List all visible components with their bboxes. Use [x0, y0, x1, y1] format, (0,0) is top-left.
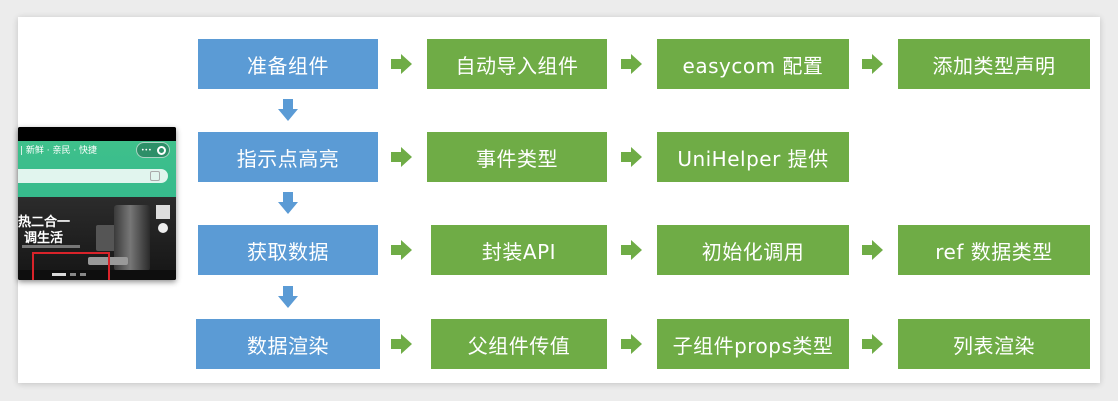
step-render-data: 数据渲染 [196, 319, 380, 369]
item-unihelper: UniHelper 提供 [657, 132, 849, 182]
product-image-part [96, 225, 116, 251]
arrow-right-icon [621, 54, 642, 74]
indicator-highlight-box [32, 252, 110, 280]
step-indicator-highlight: 指示点高亮 [198, 132, 378, 182]
scan-icon [150, 171, 160, 181]
item-init-call: 初始化调用 [657, 225, 849, 275]
app-slogan: | 新鲜 · 亲民 · 快捷 [20, 146, 98, 156]
arrow-right-icon [391, 147, 412, 167]
item-parent-pass-value: 父组件传值 [431, 319, 607, 369]
close-circle-icon [157, 146, 166, 155]
arrow-down-icon [278, 192, 298, 214]
arrow-right-icon [862, 240, 883, 260]
banner-headline: 热二合一 [18, 215, 71, 230]
arrow-right-icon [621, 240, 642, 260]
item-child-props-type: 子组件props类型 [657, 319, 849, 369]
step-fetch-data: 获取数据 [198, 225, 378, 275]
indicator-dot [80, 273, 86, 276]
arrow-down-icon [278, 286, 298, 308]
banner-subheadline: 调生活 [24, 231, 64, 246]
phone-screenshot-thumbnail: | 新鲜 · 亲民 · 快捷 ••• 热二合一 调生活 [18, 127, 176, 280]
item-ref-data-type: ref 数据类型 [898, 225, 1090, 275]
step-prepare-components: 准备组件 [198, 39, 378, 89]
item-auto-import: 自动导入组件 [427, 39, 607, 89]
item-wrap-api: 封装API [431, 225, 607, 275]
arrow-right-icon [621, 334, 642, 354]
product-qr [156, 205, 170, 219]
arrow-right-icon [621, 147, 642, 167]
arrow-down-icon [278, 99, 298, 121]
search-bar [18, 169, 168, 183]
banner-caption [22, 245, 80, 248]
miniprogram-capsule: ••• [136, 142, 170, 158]
arrow-right-icon [391, 334, 412, 354]
item-event-type: 事件类型 [427, 132, 607, 182]
product-cup [158, 223, 168, 233]
item-easycom-config: easycom 配置 [657, 39, 849, 89]
arrow-right-icon [391, 240, 412, 260]
more-icon: ••• [141, 147, 152, 154]
indicator-dot [70, 273, 76, 276]
indicator-track [18, 270, 176, 280]
indicator-dot [52, 273, 66, 276]
arrow-right-icon [862, 54, 883, 74]
item-list-render: 列表渲染 [898, 319, 1090, 369]
item-add-type-declaration: 添加类型声明 [898, 39, 1090, 89]
arrow-right-icon [391, 54, 412, 74]
phone-notch [30, 127, 150, 141]
arrow-right-icon [862, 334, 883, 354]
